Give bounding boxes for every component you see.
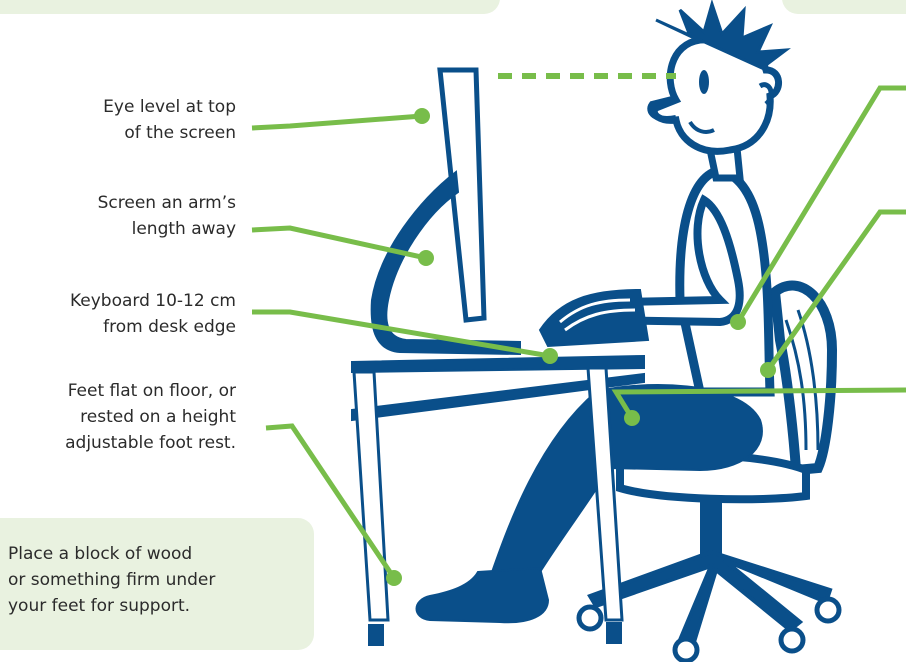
- chair-wheel: [817, 599, 839, 621]
- person-feet: [417, 568, 549, 622]
- chair-post: [700, 496, 722, 556]
- keyboard: [540, 290, 648, 346]
- pointer-dot-feet: [386, 570, 402, 586]
- chair-backrest: [775, 285, 832, 470]
- keyboard-body: [540, 290, 648, 346]
- pointer-dot-lower-back: [760, 362, 776, 378]
- desk-leg-left-foot: [368, 624, 384, 646]
- pointer-dot-thigh: [624, 410, 640, 426]
- person-eye: [699, 70, 709, 94]
- pointer-dot-eye-level: [414, 108, 430, 124]
- desk-leg-right-foot: [606, 622, 622, 644]
- pointer-dot-screen: [418, 250, 434, 266]
- pointer-dot-elbow: [730, 314, 746, 330]
- chair-wheel: [579, 607, 601, 629]
- computer-monitor: [372, 70, 520, 354]
- pointer-dot-keyboard: [542, 348, 558, 364]
- pointer-eye-level: [252, 116, 422, 128]
- chair-wheel: [675, 639, 697, 661]
- chair-wheel: [781, 629, 803, 651]
- monitor-stand: [372, 172, 520, 354]
